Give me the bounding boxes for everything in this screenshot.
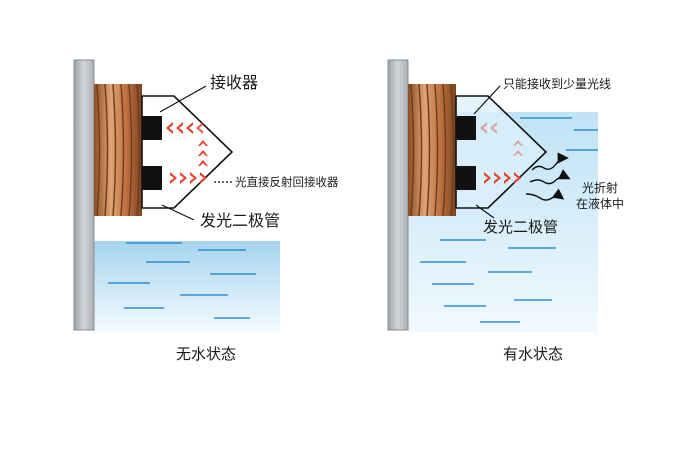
left-label-reflect: 光直接反射回接收器 — [235, 175, 339, 189]
left-water — [92, 241, 280, 333]
left-panel: 接收器 光直接反射回接收器 发光二极管 无水状态 — [73, 59, 339, 363]
right-weak-light — [480, 122, 523, 156]
right-label-refract-line1: 光折射 — [582, 180, 618, 195]
right-caption: 有水状态 — [503, 345, 563, 363]
right-tank-wall — [387, 59, 409, 331]
left-tank-wall — [73, 59, 95, 331]
right-receiver-block — [456, 116, 476, 140]
left-leaders — [159, 85, 232, 221]
left-prism — [141, 95, 234, 209]
left-threaded-body — [94, 83, 142, 217]
left-label-receiver: 接收器 — [210, 73, 258, 92]
right-label-refract-line2: 在液体中 — [576, 196, 624, 211]
left-led-block — [142, 166, 162, 190]
right-label-led: 发光二极管 — [483, 218, 558, 236]
right-refracted-rays — [525, 152, 571, 201]
left-label-led: 发光二极管 — [200, 211, 280, 230]
right-emitted-light — [484, 172, 521, 184]
left-reflected-light — [166, 122, 208, 166]
right-led-block — [456, 166, 476, 190]
left-receiver-block — [142, 116, 162, 140]
left-water-lines — [108, 242, 256, 319]
right-water-lines — [420, 117, 598, 323]
right-leaders — [473, 85, 501, 219]
left-caption: 无水状态 — [176, 345, 236, 363]
right-panel: 只能接收到少量光线 光折射 在液体中 发光二极管 有水状态 — [387, 59, 624, 363]
left-emitted-light — [170, 172, 207, 184]
right-threaded-body — [408, 83, 456, 217]
right-label-receiver-partial: 只能接收到少量光线 — [503, 76, 611, 91]
